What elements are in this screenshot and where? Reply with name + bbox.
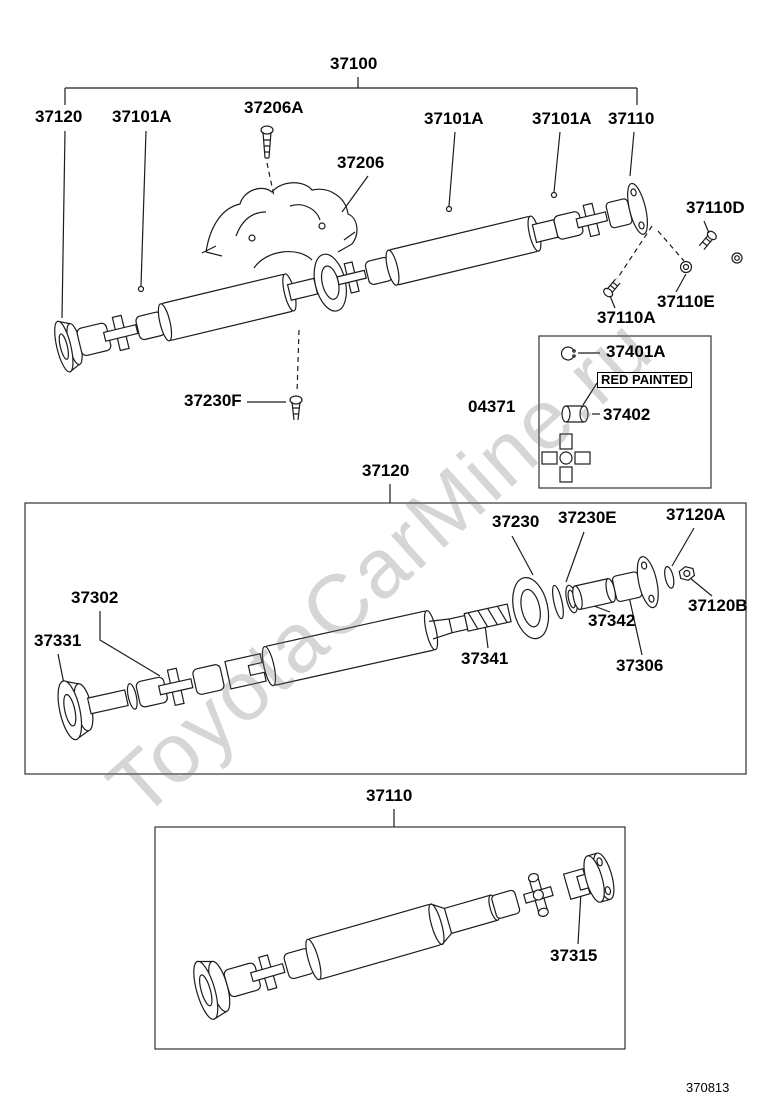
part-label-37230: 37230 — [492, 512, 540, 531]
part-label-37315: 37315 — [550, 946, 598, 965]
rear-shaft-exploded-box — [154, 826, 626, 1050]
assembly-bracket-line — [64, 77, 638, 105]
washer-icon-37110E — [679, 260, 693, 274]
part-label-37101A-2: 37101A — [424, 109, 484, 128]
front-shaft-exploded-drawing — [57, 556, 696, 741]
part-label-37100: 37100 — [330, 54, 378, 73]
rear-shaft-exploded-drawing — [193, 852, 615, 1020]
part-label-37110D: 37110D — [686, 198, 745, 217]
part-label-37101A-3: 37101A — [532, 109, 592, 128]
spider-joint-icon — [541, 433, 591, 483]
front-propeller-shaft-drawing — [54, 182, 648, 373]
part-label-04371: 04371 — [468, 397, 516, 416]
part-label-37120-top: 37120 — [35, 107, 83, 126]
hardware-inset-box — [538, 335, 712, 489]
diagram-code: 370813 — [686, 1080, 730, 1095]
part-label-37110A: 37110A — [597, 308, 656, 327]
part-label-37120B: 37120B — [688, 596, 748, 615]
part-label-37206A: 37206A — [244, 98, 304, 117]
center-bearing-bracket-drawing — [201, 182, 358, 269]
nut-icon — [731, 252, 743, 264]
bushing-icon-37402 — [561, 405, 600, 423]
part-label-37341: 37341 — [461, 649, 509, 668]
part-label-37302: 37302 — [71, 588, 119, 607]
part-label-37101A-1: 37101A — [112, 107, 172, 126]
section-label-37120: 37120 — [362, 461, 410, 480]
bolt-icon-37110A — [603, 278, 621, 298]
section-label-37110: 37110 — [366, 786, 413, 805]
part-label-37120A: 37120A — [666, 505, 726, 524]
front-shaft-exploded-box — [24, 502, 747, 775]
bolt-icon-37230F — [289, 395, 303, 421]
red-painted-note: RED PAINTED — [597, 372, 693, 389]
part-label-37331: 37331 — [34, 631, 82, 650]
stud-bolt-icon — [260, 125, 274, 159]
part-label-37206: 37206 — [337, 153, 385, 172]
part-label-37402: 37402 — [603, 405, 651, 424]
part-label-37342: 37342 — [588, 611, 636, 630]
part-label-37230F: 37230F — [184, 391, 242, 410]
part-label-37401A: 37401A — [606, 342, 666, 361]
part-label-37110E: 37110E — [657, 292, 715, 311]
part-label-37110-top: 37110 — [608, 109, 655, 128]
part-label-37306: 37306 — [616, 656, 664, 675]
part-label-37230E: 37230E — [558, 508, 617, 527]
snap-ring-icon — [560, 346, 576, 361]
bolt-icon-37110D — [698, 230, 717, 250]
